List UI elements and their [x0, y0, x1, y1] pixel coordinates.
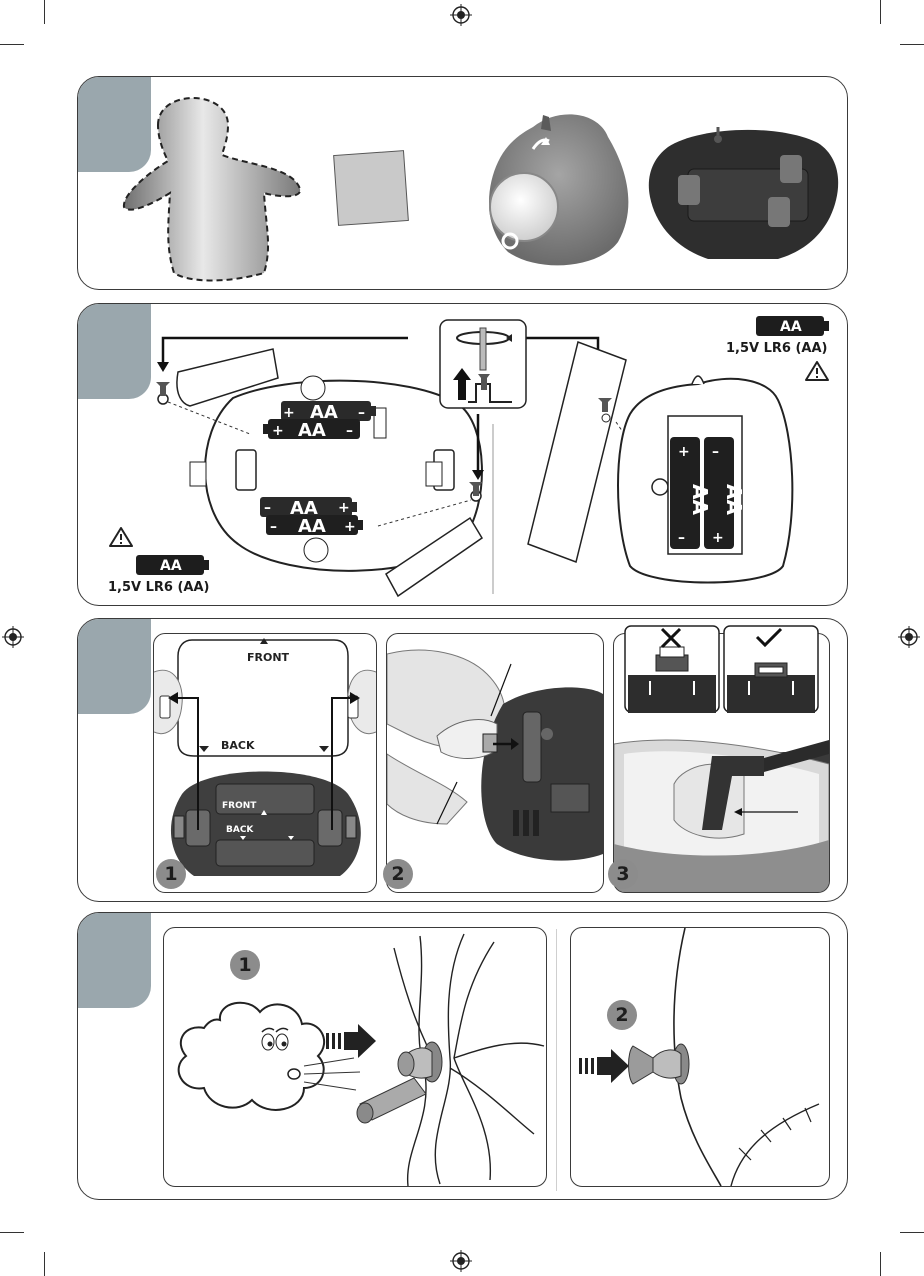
correct-inset: [723, 625, 819, 713]
battery-type-label-left: 1,5V LR6 (AA): [108, 580, 210, 595]
battery-base-icon: [649, 127, 838, 259]
back-label-inner: BACK: [226, 825, 253, 835]
warning-icon: [804, 360, 830, 382]
crop-mark: [44, 1252, 45, 1276]
base-alignment-diagram: [154, 634, 376, 892]
registration-mark-icon: [450, 1250, 472, 1272]
battery-type-label-right: 1,5V LR6 (AA): [726, 341, 828, 356]
valve-icon: [629, 1044, 690, 1084]
sound-unit-icon: [489, 114, 628, 265]
panel-tab: [77, 618, 151, 714]
crop-mark: [900, 1232, 924, 1233]
svg-text:AA: AA: [298, 516, 326, 537]
svg-text:–: –: [270, 519, 277, 535]
step-number: 1: [156, 859, 186, 889]
battery-icon: AA: [136, 555, 210, 575]
svg-text:+: +: [272, 423, 284, 439]
step-number: 2: [607, 1000, 637, 1030]
step-number: 3: [608, 859, 638, 889]
blow-valve-illustration: [164, 928, 546, 1186]
arrow-icon: [579, 1049, 629, 1083]
panel-attach: FRONT BACK FRONT BACK 1 2: [77, 618, 848, 902]
svg-text:–: –: [358, 405, 365, 421]
svg-text:+: +: [712, 530, 724, 546]
svg-text:–: –: [264, 500, 271, 516]
svg-text:AA: AA: [722, 484, 746, 515]
front-label: FRONT: [247, 651, 289, 664]
step-1-frame: [153, 633, 377, 893]
warning-icon: [108, 526, 134, 548]
battery-cover-upright: [528, 342, 626, 562]
crop-mark: [0, 1232, 24, 1233]
svg-text:AA: AA: [780, 319, 802, 335]
arrow-icon: [326, 1024, 376, 1058]
divider: [556, 929, 557, 1191]
push-valve-illustration: [571, 928, 829, 1186]
battery-cell-icon: + AA –: [263, 419, 360, 441]
panel-batteries: + AA – + AA – – AA + – AA +: [77, 303, 848, 606]
svg-text:AA: AA: [160, 558, 182, 574]
step-2-frame: [386, 633, 604, 893]
panel-contents: [77, 76, 848, 290]
svg-text:AA: AA: [298, 420, 326, 441]
svg-text:–: –: [712, 444, 719, 460]
registration-mark-icon: [2, 626, 24, 648]
back-label: BACK: [221, 739, 255, 752]
crop-mark: [900, 44, 924, 45]
inflate-step-2-frame: [570, 927, 830, 1187]
step-number: 2: [383, 859, 413, 889]
card-icon: [334, 151, 409, 226]
svg-text:AA: AA: [688, 484, 712, 515]
svg-text:+: +: [678, 444, 690, 460]
panel-tab: [77, 912, 151, 1008]
battery-icon: AA: [756, 316, 830, 336]
svg-text:+: +: [338, 500, 350, 516]
svg-text:+: +: [283, 405, 295, 421]
svg-text:–: –: [346, 423, 353, 439]
base-latch-illustration: [387, 634, 603, 892]
registration-mark-icon: [898, 626, 920, 648]
crop-mark: [880, 1252, 881, 1276]
screw-icon: [156, 382, 170, 404]
svg-text:+: +: [344, 519, 356, 535]
penguin-back-outline: + – – + AA AA: [618, 376, 792, 583]
crop-mark: [44, 0, 45, 24]
step-number: 1: [230, 950, 260, 980]
plush-toy-icon: [124, 98, 300, 281]
blowing-cloud-icon: [179, 1003, 360, 1110]
svg-text:–: –: [678, 530, 685, 546]
valve-icon: [357, 1042, 442, 1123]
contents-illustration: [78, 77, 847, 289]
screwdriver-inset: [440, 320, 526, 408]
crop-mark: [880, 0, 881, 24]
incorrect-inset: [624, 625, 720, 713]
registration-mark-icon: [450, 4, 472, 26]
battery-cell-icon: – AA +: [266, 515, 363, 537]
inflate-step-1-frame: [163, 927, 547, 1187]
panel-inflate: 1 2: [77, 912, 848, 1200]
front-label-inner: FRONT: [222, 801, 256, 811]
crop-mark: [0, 44, 24, 45]
